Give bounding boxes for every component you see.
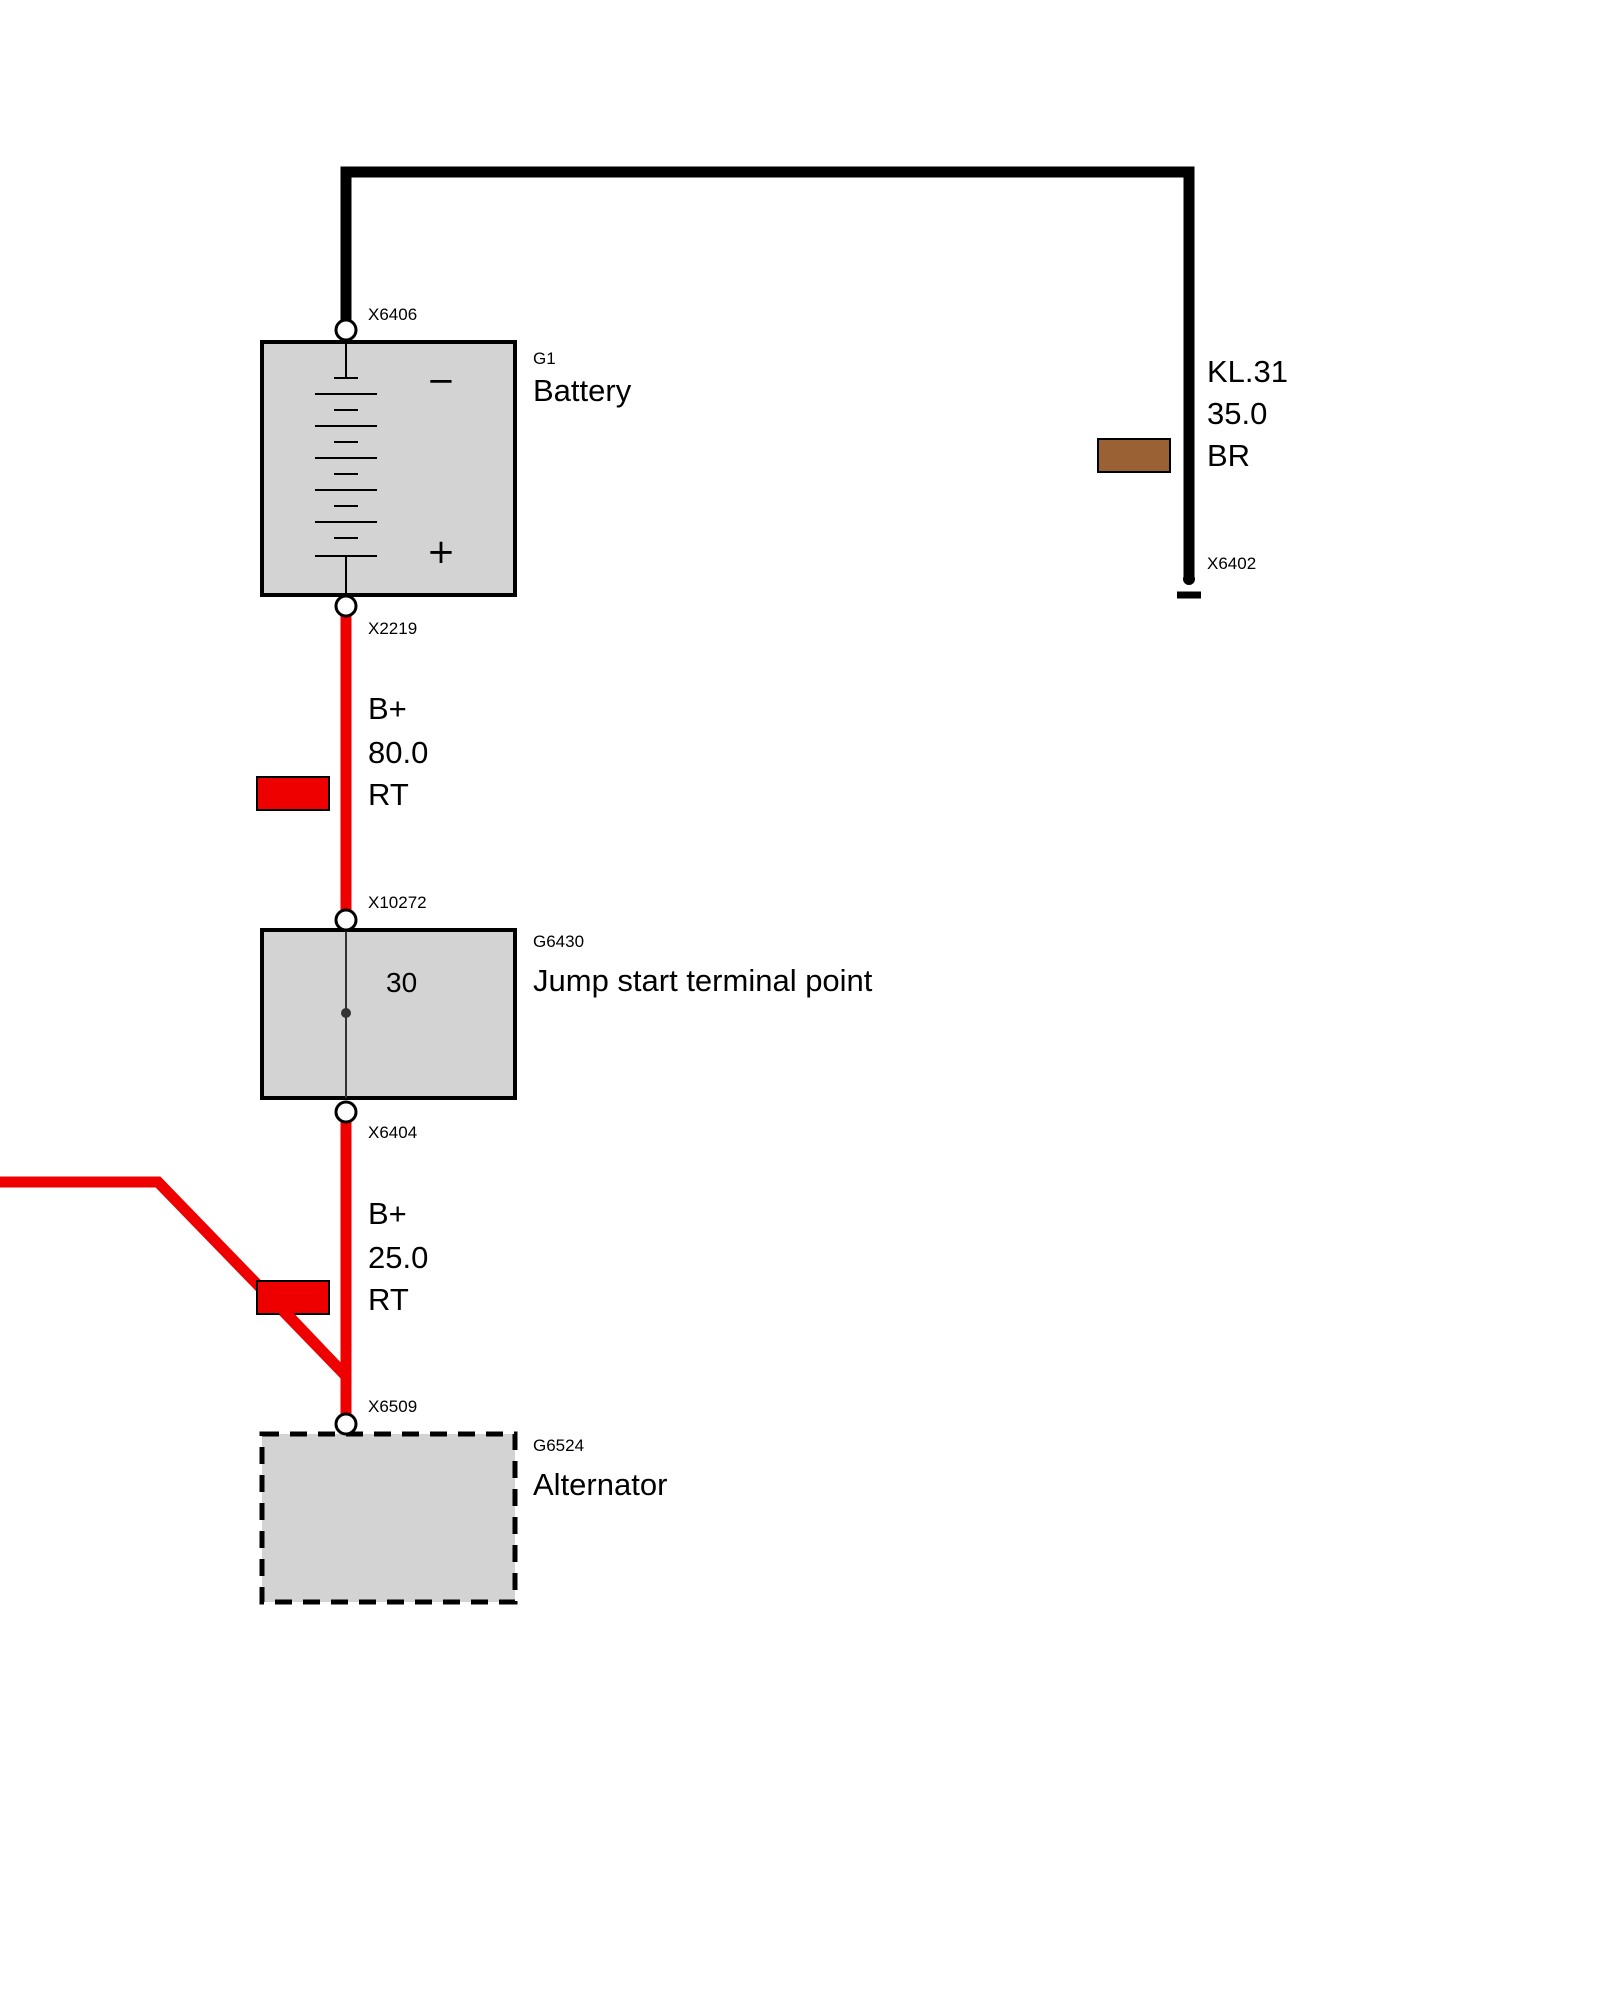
wire-80-color-swatch	[256, 776, 330, 811]
alternator-name: Alternator	[533, 1467, 667, 1502]
wire-80-signal: B+	[368, 691, 407, 726]
jump-start-component[interactable]: 30	[260, 928, 517, 1100]
battery-box	[260, 340, 517, 597]
connector-x6406-label: X6406	[368, 305, 417, 324]
wire-b-plus-branch[interactable]	[0, 1176, 350, 1380]
connector-x10272-label: X10272	[368, 893, 427, 912]
alternator-id: G6524	[533, 1436, 584, 1455]
connector-x6404-pin[interactable]	[334, 1100, 358, 1124]
ground-wire-kl31[interactable]	[340, 166, 1195, 580]
jump-start-name: Jump start terminal point	[533, 963, 873, 998]
wire-b-plus-branch-overlay	[264, 1290, 350, 1380]
battery-id: G1	[533, 349, 556, 368]
connector-x6402-label: X6402	[1207, 554, 1256, 573]
ground-terminal-dot	[1183, 573, 1195, 585]
alternator-component[interactable]	[259, 1431, 518, 1605]
connector-x6509-pin[interactable]	[334, 1412, 358, 1436]
battery-plus-symbol: +	[427, 532, 456, 572]
ground-wire-color-swatch	[1097, 438, 1171, 473]
alternator-box	[259, 1431, 518, 1605]
battery-minus-symbol: −	[427, 361, 456, 401]
connector-x10272-pin[interactable]	[334, 908, 358, 932]
connector-x2219-label: X2219	[368, 619, 417, 638]
battery-icon	[315, 342, 377, 595]
connector-x6404-label: X6404	[368, 1123, 417, 1142]
wire-25-gauge: 25.0	[368, 1240, 428, 1275]
wire-25-signal: B+	[368, 1196, 407, 1231]
wire-80-gauge: 80.0	[368, 735, 428, 770]
jump-start-box	[260, 928, 517, 1100]
ground-wire-color-code: BR	[1207, 438, 1250, 473]
jump-start-node	[341, 1008, 351, 1018]
connector-x2219-pin[interactable]	[334, 594, 358, 618]
connector-x6509-label: X6509	[368, 1397, 417, 1416]
jump-start-id: G6430	[533, 932, 584, 951]
connector-x6406-pin[interactable]	[334, 318, 358, 342]
ground-wire-gauge: 35.0	[1207, 396, 1267, 431]
terminal-30-label: 30	[386, 967, 417, 998]
wire-80-color-code: RT	[368, 777, 409, 812]
battery-name: Battery	[533, 373, 632, 408]
battery-component[interactable]: − +	[260, 340, 517, 597]
wire-25-color-code: RT	[368, 1282, 409, 1317]
ground-wire-signal: KL.31	[1207, 354, 1288, 389]
